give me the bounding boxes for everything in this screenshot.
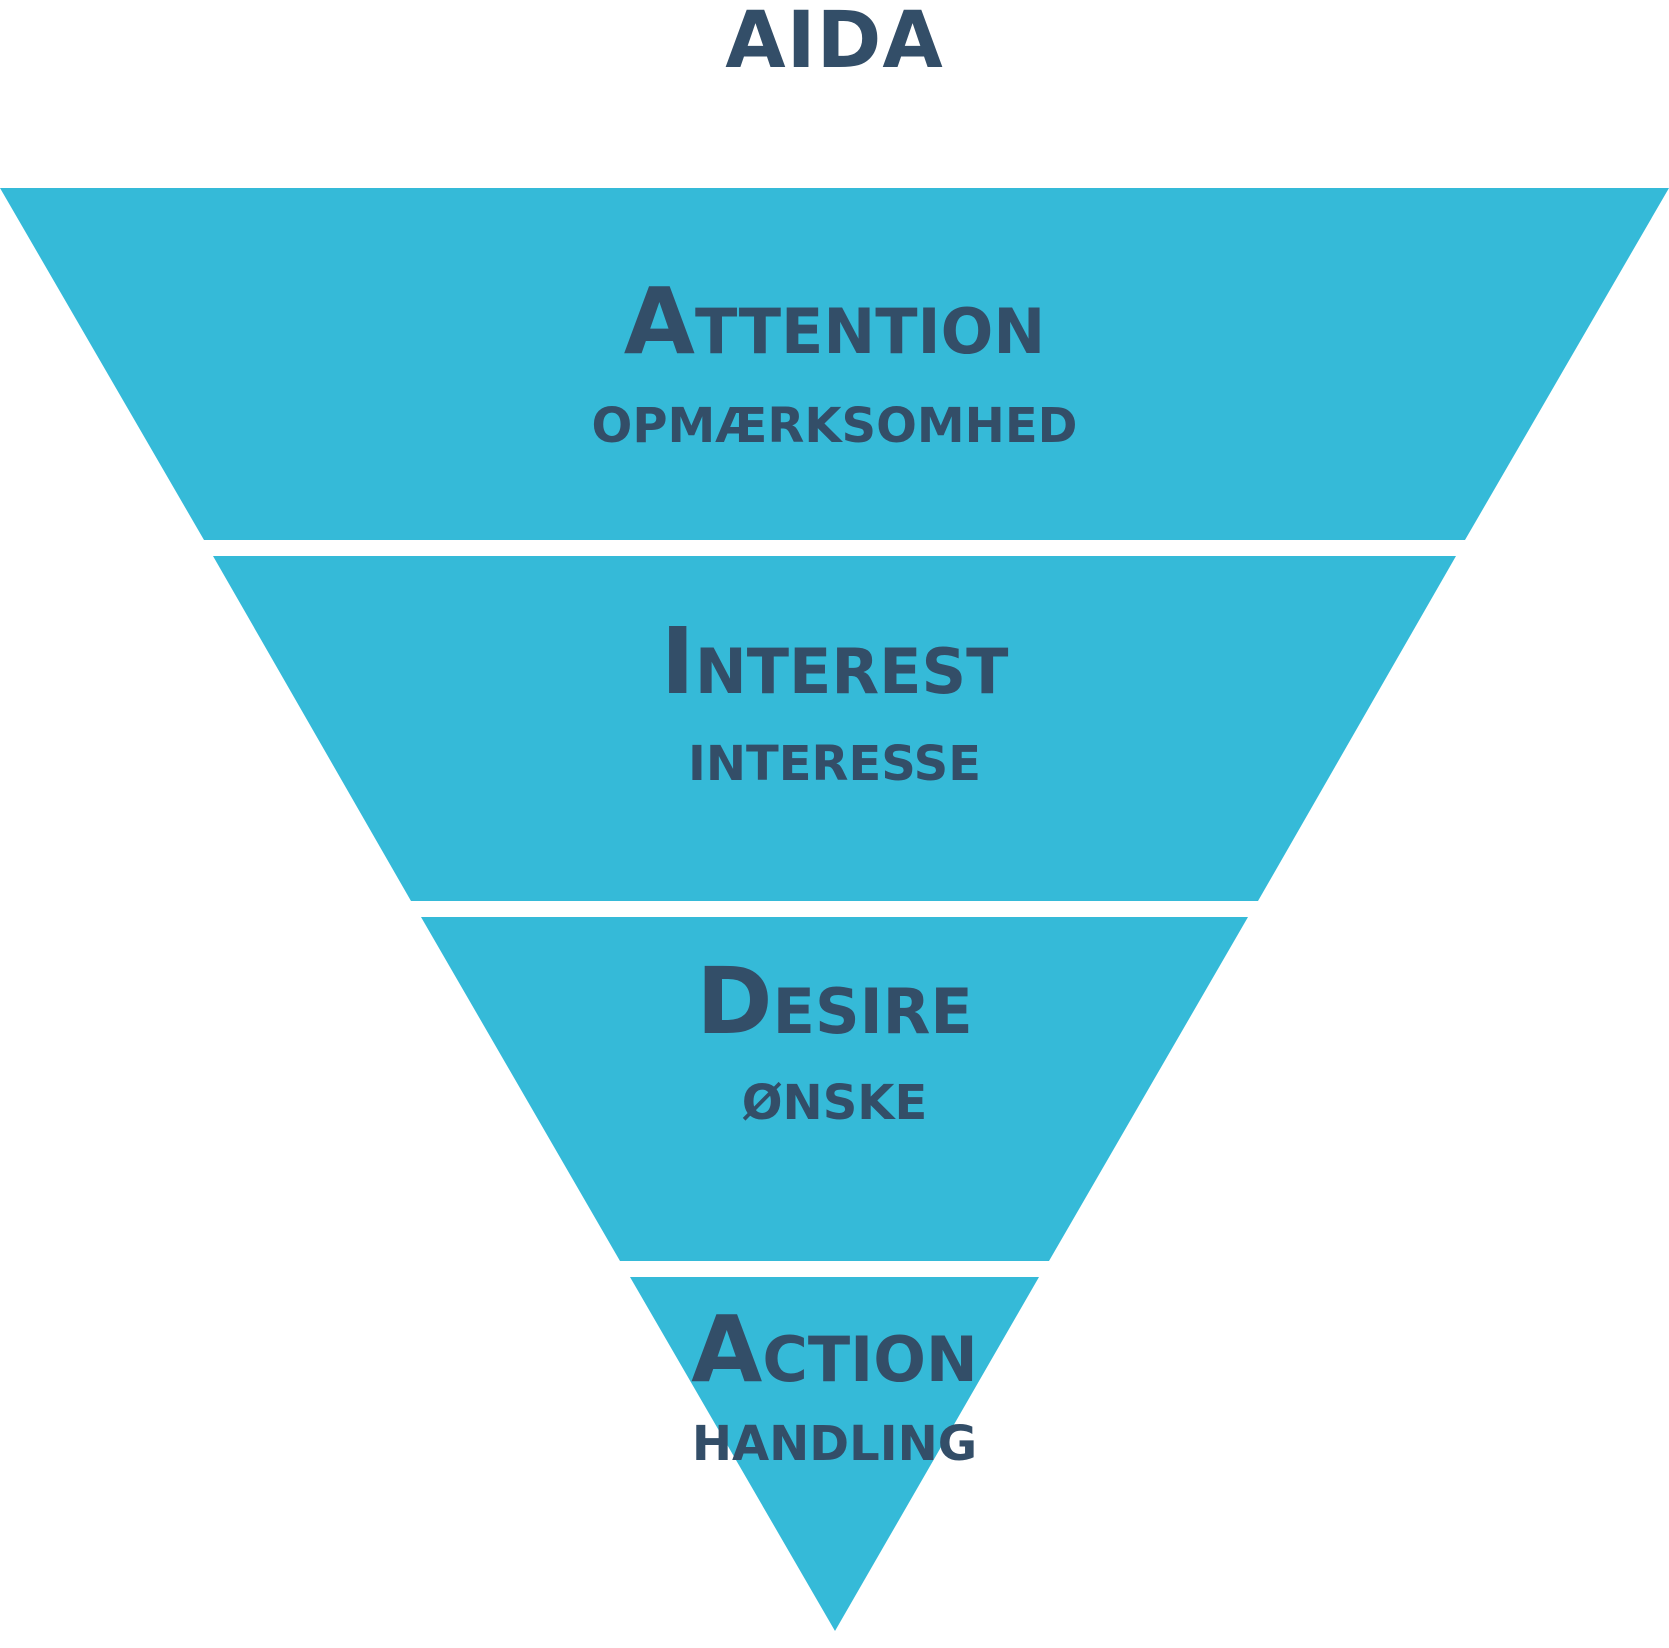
- stage-interest-initial: I: [660, 608, 695, 715]
- funnel-segment-desire: [421, 917, 1248, 1261]
- stage-desire-translation: ØNSKE: [741, 1075, 928, 1131]
- funnel-segment-action: [630, 1277, 1039, 1631]
- stage-action-initial: A: [691, 1296, 763, 1403]
- stage-desire-initial: D: [696, 948, 773, 1055]
- stage-desire-rest: esire: [772, 975, 973, 1048]
- stage-action-label: Action: [0, 1304, 1669, 1400]
- stage-interest-label: Interest: [0, 616, 1669, 712]
- stage-desire-label: Desire: [0, 956, 1669, 1052]
- stage-action-rest: ction: [762, 1323, 978, 1396]
- stage-interest-translation: INTERESSE: [687, 736, 982, 792]
- funnel-segment-interest: [213, 556, 1456, 901]
- funnel-segment-attention: [0, 188, 1669, 540]
- diagram-title: AIDA: [725, 0, 944, 86]
- stage-attention-initial: A: [623, 268, 695, 375]
- stage-attention-translation: OPMÆRKSOMHED: [591, 398, 1078, 454]
- stage-attention-rest: ttention: [695, 295, 1046, 368]
- stage-action-translation: HANDLING: [691, 1416, 978, 1472]
- stage-attention-label: Attention: [0, 276, 1669, 372]
- stage-interest-rest: nterest: [694, 635, 1009, 708]
